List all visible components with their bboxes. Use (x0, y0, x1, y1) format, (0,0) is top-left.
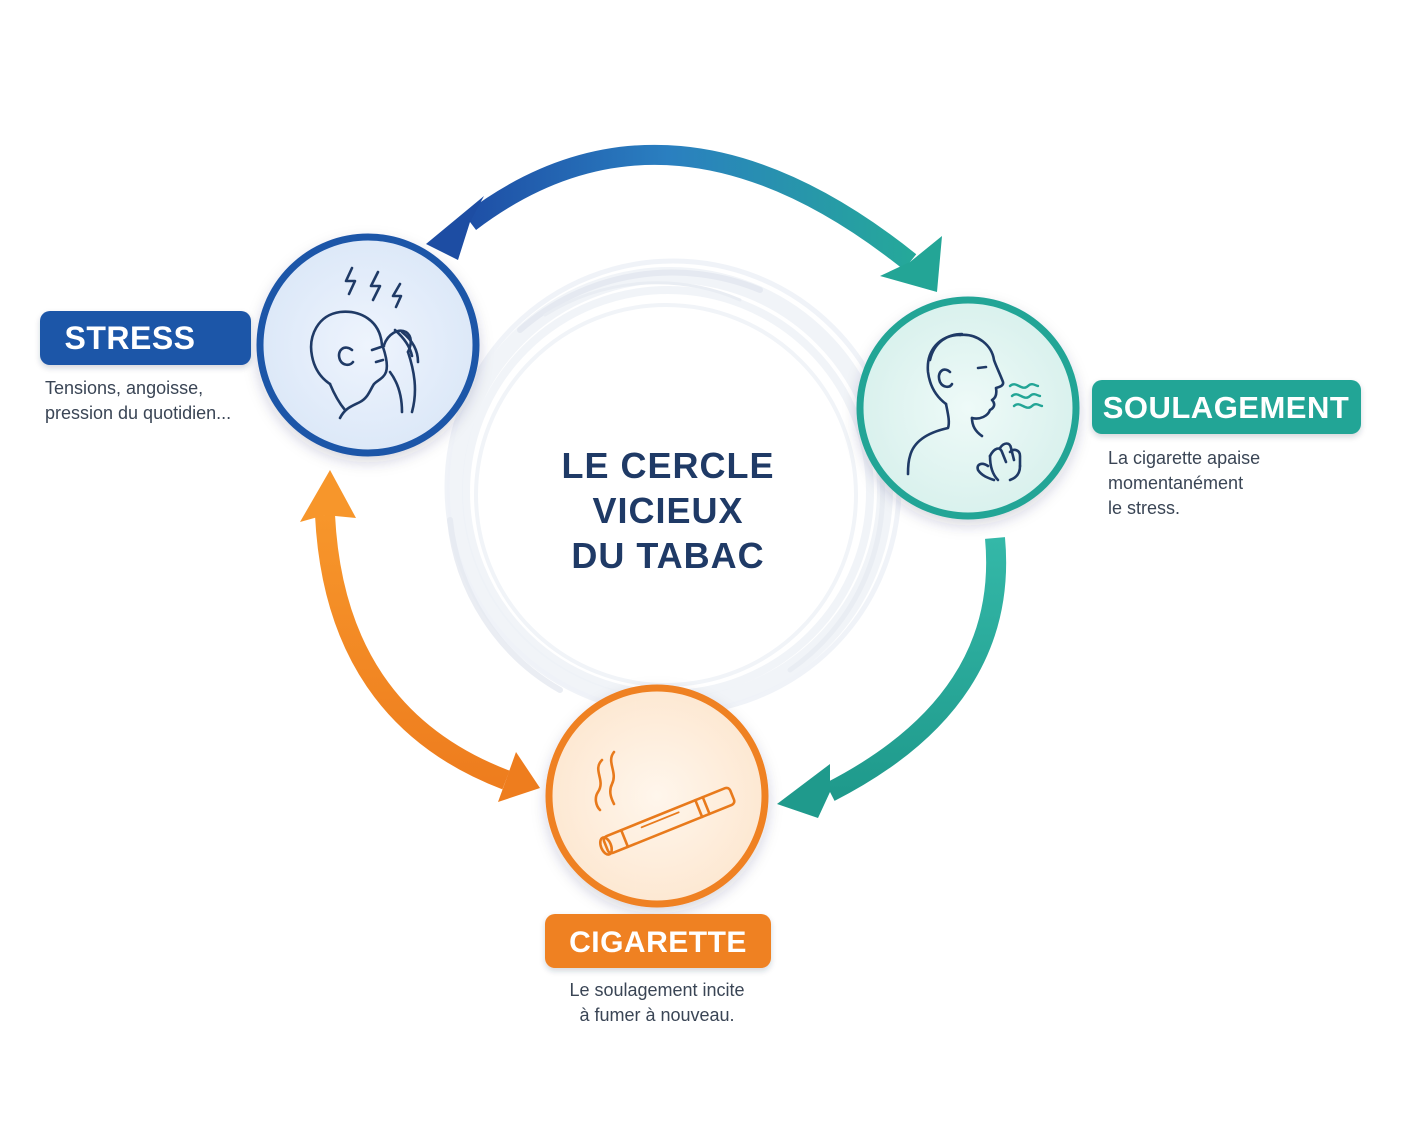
cigarette-node (545, 684, 769, 908)
exhaling-person-icon (906, 332, 1022, 482)
cigarette-desc-line-1: Le soulagement incite (569, 980, 744, 1000)
title-line-3: DU TABAC (571, 535, 764, 576)
cigarette-icon (594, 750, 736, 856)
stress-label-text: STRESS (64, 320, 195, 356)
title-line-2: VICIEUX (592, 490, 743, 531)
title-line-1: LE CERCLE (561, 445, 774, 486)
cigarette-label-text: CIGARETTE (569, 926, 747, 959)
center-brush-circle (444, 258, 902, 716)
arrow-soulagement-cigarette (777, 537, 1007, 818)
arrowhead-to-cigarette-left (498, 752, 540, 802)
breath-waves-icon (1008, 383, 1044, 409)
stress-desc-line-1: Tensions, angoisse, (45, 378, 203, 398)
arrow-stress-soulagement (426, 144, 942, 292)
cigarette-label: CIGARETTE (545, 914, 771, 968)
soulagement-desc-line-1: La cigarette apaise (1108, 448, 1260, 468)
soulagement-node (856, 296, 1080, 520)
stress-label: STRESS (40, 311, 251, 365)
arrowhead-to-cigarette (777, 764, 830, 818)
stressed-head-icon (309, 266, 420, 420)
soulagement-desc-line-2: momentanément (1108, 473, 1243, 493)
soulagement-label: SOULAGEMENT (1092, 380, 1361, 434)
arrowhead-to-stress-left (300, 470, 356, 522)
stress-desc-line-2: pression du quotidien... (45, 403, 231, 423)
center-title: LE CERCLE VICIEUX DU TABAC (561, 445, 774, 576)
arrowhead-to-soulagement (880, 236, 942, 292)
arrow-cigarette-stress (300, 470, 540, 802)
arrowhead-to-stress (426, 196, 484, 260)
stress-node (256, 233, 480, 457)
cigarette-description: Le soulagement incite à fumer à nouveau. (569, 980, 744, 1025)
stress-description: Tensions, angoisse, pression du quotidie… (45, 378, 231, 423)
soulagement-desc-line-3: le stress. (1108, 498, 1180, 518)
cigarette-desc-line-2: à fumer à nouveau. (579, 1005, 734, 1025)
soulagement-description: La cigarette apaise momentanément le str… (1108, 448, 1260, 518)
soulagement-label-text: SOULAGEMENT (1103, 390, 1350, 425)
